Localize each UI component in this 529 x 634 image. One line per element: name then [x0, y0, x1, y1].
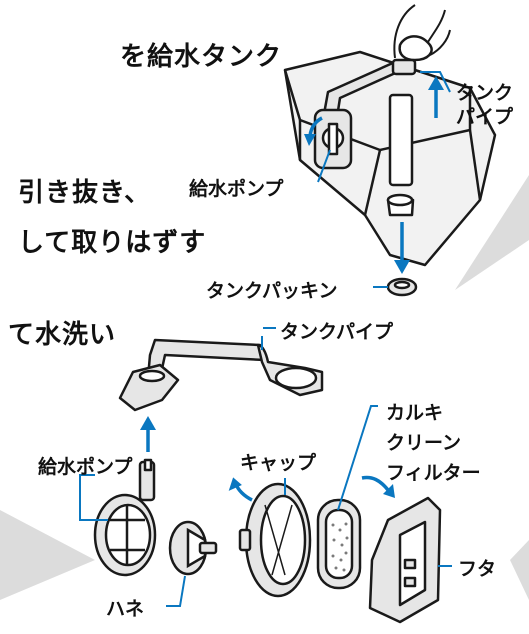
direction-arrows-bottom	[140, 416, 395, 502]
label-tank-packing: タンクパッキン	[206, 280, 338, 302]
label-impeller: ハネ	[106, 598, 145, 620]
water-tank-illustration	[283, 4, 497, 267]
label-water-pump-top: 給水ポンプ	[189, 178, 284, 200]
impeller-part	[168, 520, 218, 576]
tank-packing-ring	[386, 277, 418, 297]
label-tank-pipe-top-1: タンク	[456, 82, 514, 104]
leader-lines-top	[317, 71, 451, 288]
label-cap: キャップ	[240, 452, 317, 474]
instruction-line-1: を給水タンク	[120, 42, 283, 72]
label-lid: フタ	[458, 558, 497, 580]
shadow-wedge-bottom-right	[510, 540, 529, 600]
leader-lines-bottom	[79, 327, 452, 607]
label-calcium-filter-3: フィルター	[386, 462, 481, 484]
lid-part	[368, 496, 442, 624]
direction-arrows-top	[304, 76, 444, 274]
calcium-filter-part	[316, 498, 362, 590]
cap-part	[238, 482, 312, 598]
water-pump-part	[93, 458, 157, 577]
shadow-wedge-right	[455, 175, 529, 290]
tank-pipe-part	[118, 338, 324, 412]
shadow-wedge-left	[0, 510, 95, 600]
label-water-pump-bottom: 給水ポンプ	[38, 456, 133, 478]
label-calcium-filter-1: カルキ	[386, 402, 444, 424]
label-tank-pipe: タンクパイプ	[280, 321, 394, 343]
instruction-line-2: 引き抜き、	[18, 178, 152, 208]
instruction-line-4: て水洗い	[8, 320, 117, 350]
label-calcium-filter-2: クリーン	[386, 432, 462, 454]
label-tank-pipe-top-2: パイプ	[456, 106, 514, 128]
instruction-line-3: して取りはずす	[18, 228, 207, 258]
